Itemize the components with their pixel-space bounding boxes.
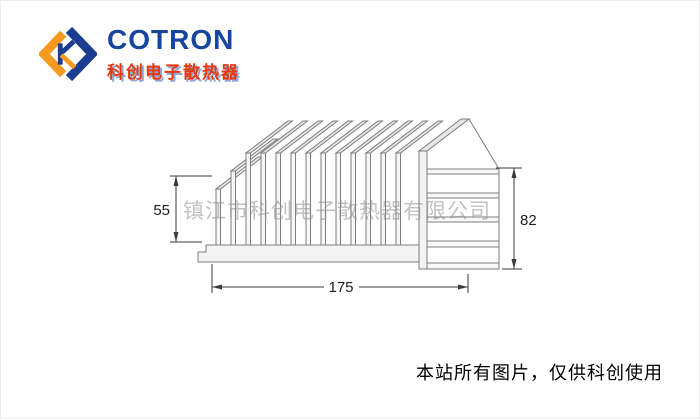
right-top-slope: [468, 118, 500, 170]
fin-face: [320, 152, 326, 247]
logo-text: COTRON 科创电子散热器: [107, 25, 240, 83]
fin-face: [380, 152, 386, 247]
heatsink-drawing: 55 82 175: [153, 118, 537, 296]
dim-right-height: 82: [520, 212, 537, 229]
heatsink-profile: [197, 118, 500, 270]
fin-face: [230, 170, 236, 247]
fin-face: [275, 152, 281, 247]
right-foot: [426, 262, 500, 270]
fin-face: [260, 152, 266, 247]
fin-face: [335, 152, 341, 247]
fin-face: [365, 152, 371, 247]
dimension-annotations: 55 82 175: [153, 167, 537, 296]
right-fin-4: [426, 240, 500, 248]
dim-left-height: 55: [153, 202, 170, 219]
right-fin-2: [426, 192, 500, 199]
footer-notice: 本站所有图片，仅供科创使用: [416, 363, 663, 383]
base-plate: [197, 244, 422, 263]
fin-face: [305, 152, 311, 247]
fin-cap: [214, 156, 264, 190]
right-wall: [418, 150, 428, 270]
brand-name: COTRON: [107, 24, 235, 55]
fin-face: [350, 152, 356, 247]
right-fin-1: [426, 168, 500, 175]
fin-face: [290, 152, 296, 247]
right-wall-cap: [417, 118, 471, 152]
fin-cap: [229, 138, 279, 172]
logo: COTRON 科创电子散热器: [39, 25, 240, 83]
brand-subtitle: 科创电子散热器: [107, 63, 240, 83]
right-fin-3: [426, 216, 500, 223]
fin-face: [215, 188, 221, 247]
fin-face: [395, 152, 401, 247]
cotron-logo-icon: [39, 27, 97, 82]
fin-array: [214, 120, 444, 247]
dim-base-width: 175: [328, 279, 353, 296]
fin-face: [245, 152, 251, 247]
